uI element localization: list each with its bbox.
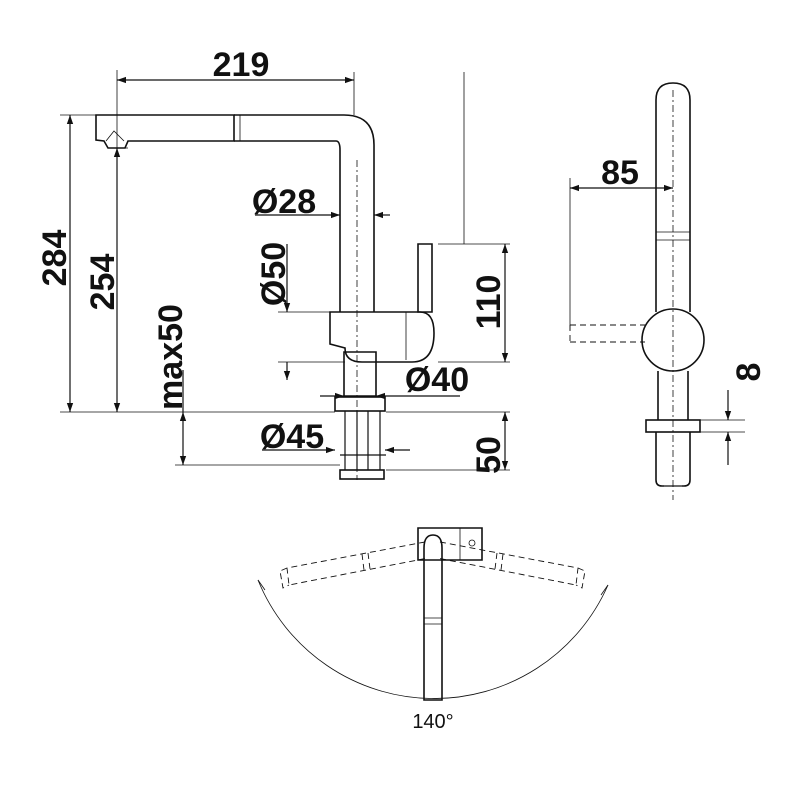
dim-body-diameter: Ø50 bbox=[255, 242, 293, 306]
dim-lever-height: 110 bbox=[470, 275, 508, 330]
mixer-body bbox=[329, 311, 435, 363]
top-spout-right bbox=[436, 541, 586, 589]
top-view: 140° bbox=[257, 527, 609, 733]
top-housing bbox=[417, 527, 483, 561]
dim-reach: 219 bbox=[213, 46, 270, 84]
dim-side-small: 8 bbox=[730, 363, 768, 382]
dim-spout-height: 254 bbox=[84, 254, 122, 311]
side-lever bbox=[569, 324, 645, 343]
lever bbox=[417, 243, 433, 313]
side-body bbox=[641, 308, 705, 372]
deck-flange bbox=[334, 396, 386, 412]
dim-side-offset: 85 bbox=[601, 154, 639, 192]
top-spout-left bbox=[279, 541, 429, 589]
swivel-arc bbox=[257, 579, 609, 699]
mounting-nut bbox=[339, 469, 385, 480]
dim-total-height: 284 bbox=[36, 230, 74, 287]
dim-spout-diameter: Ø28 bbox=[252, 183, 316, 221]
top-spout-center bbox=[423, 534, 443, 701]
dim-max-deck: max50 bbox=[152, 304, 190, 410]
spout-arm bbox=[234, 114, 375, 312]
side-view: 85 8 bbox=[569, 82, 768, 500]
dim-swivel-angle: 140° bbox=[412, 711, 453, 733]
dim-base-diameter: Ø40 bbox=[405, 361, 469, 399]
side-flange bbox=[645, 419, 701, 433]
dim-hole-diameter: Ø45 bbox=[260, 418, 324, 456]
front-view: 219 284 254 max50 Ø28 Ø50 110 Ø40 Ø45 bbox=[36, 46, 510, 480]
side-spout bbox=[655, 82, 691, 312]
dim-shank-length: 50 bbox=[470, 436, 508, 474]
